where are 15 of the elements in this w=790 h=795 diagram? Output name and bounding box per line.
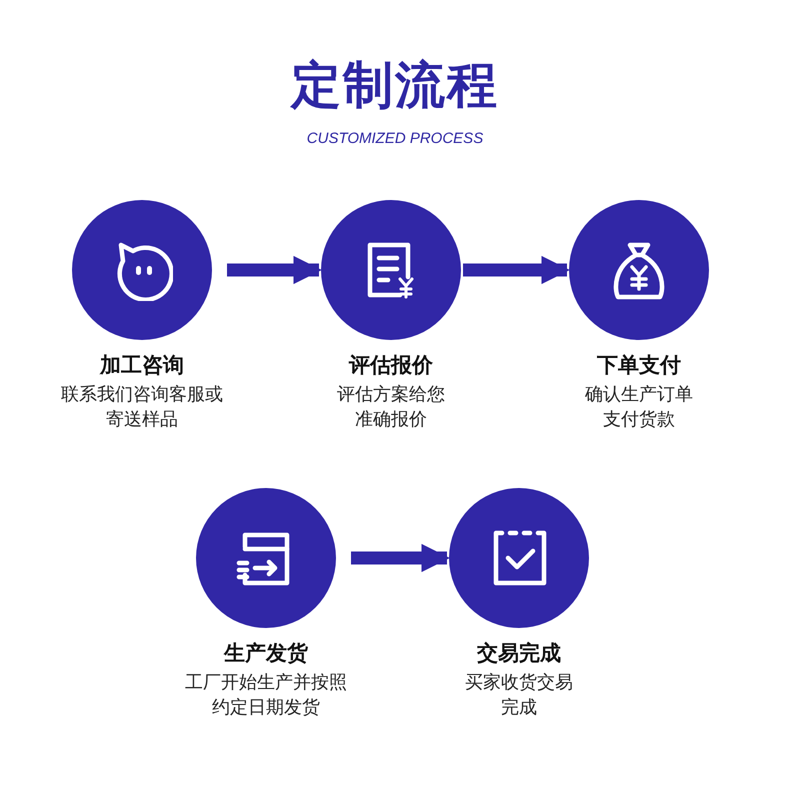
subtitle: CUSTOMIZED PROCESS <box>306 130 484 147</box>
step-description: 确认生产订单支付货款 <box>584 383 694 431</box>
step-description: 买家收货交易完成 <box>464 671 574 719</box>
step-description: 评估方案给您准确报价 <box>336 383 446 431</box>
step-title: 生产发货 <box>224 641 308 667</box>
step-description: 联系我们咨询客服或寄送样品 <box>60 383 224 431</box>
arrow <box>351 544 450 572</box>
step-description: 工厂开始生产并按照约定日期发货 <box>184 671 348 719</box>
step-title: 下单支付 <box>597 353 681 379</box>
arrow <box>227 256 322 284</box>
step-title: 交易完成 <box>477 640 561 667</box>
step-title: 加工咨询 <box>100 353 184 379</box>
step-title: 评估报价 <box>349 353 433 379</box>
title: 定制流程 <box>291 57 499 113</box>
arrow <box>463 256 570 284</box>
